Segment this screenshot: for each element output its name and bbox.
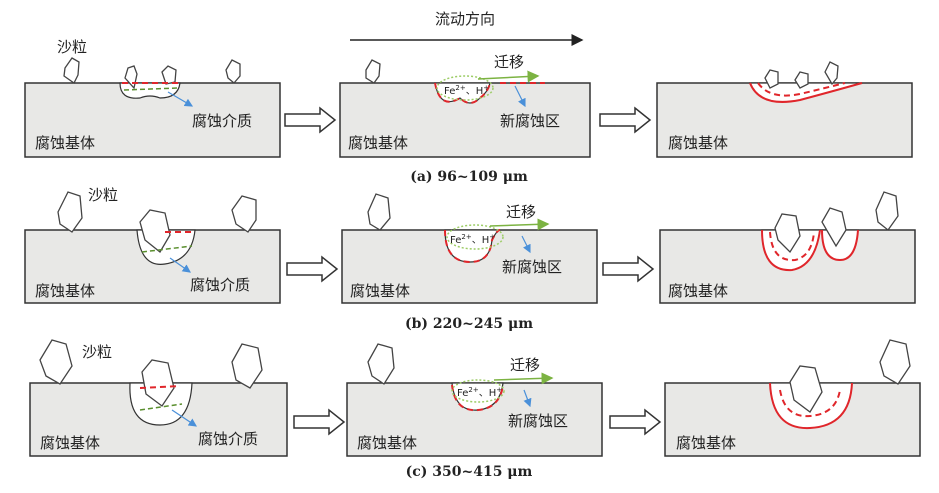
sand-grain xyxy=(365,59,381,84)
corrosion-front xyxy=(761,229,821,272)
sand-grain xyxy=(231,195,257,233)
sand-grain xyxy=(161,65,177,85)
corrosion-front xyxy=(757,82,846,97)
ion-cloud xyxy=(446,224,504,250)
sand-grain xyxy=(39,339,73,385)
sand-grain xyxy=(764,69,779,89)
matrix-box xyxy=(339,82,591,158)
transition-arrow xyxy=(602,255,655,283)
migration-label: 迁移 xyxy=(506,203,536,221)
migration-arrow xyxy=(493,372,554,385)
corrosion-front xyxy=(451,384,504,412)
sand-grain xyxy=(789,365,823,413)
transition-arrow xyxy=(286,255,339,283)
medium-label: 腐蚀介质 xyxy=(192,112,252,130)
sand-grain xyxy=(794,71,809,89)
matrix-label: 腐蚀基体 xyxy=(668,134,728,152)
medium-line xyxy=(139,403,183,411)
row-c: 沙粒 腐蚀介质 腐蚀基体 Fe2+、H+ 迁移 新腐蚀区 腐蚀基体 腐蚀基体 (… xyxy=(29,339,921,480)
pointer-arrow xyxy=(167,91,194,107)
sand-grain xyxy=(774,213,801,254)
transition-arrow xyxy=(293,408,346,436)
sand-grain xyxy=(367,343,395,385)
medium-line xyxy=(123,87,179,91)
sand-label: 沙粒 xyxy=(82,343,112,361)
migration-label: 迁移 xyxy=(510,356,540,374)
corrosion-front xyxy=(769,231,815,262)
new-zone-label: 新腐蚀区 xyxy=(502,258,562,276)
sand-grain xyxy=(875,191,899,231)
sand-grain xyxy=(139,209,171,253)
pointer-arrow xyxy=(523,389,532,408)
matrix-label: 腐蚀基体 xyxy=(350,282,410,300)
matrix-box xyxy=(346,382,603,457)
medium-label: 腐蚀介质 xyxy=(190,276,250,294)
corrosion-pit xyxy=(119,82,181,99)
matrix-label: 腐蚀基体 xyxy=(357,434,417,452)
caption-a: (a) 96~109 μm xyxy=(410,169,528,185)
sand-grain xyxy=(821,207,847,248)
matrix-label: 腐蚀基体 xyxy=(668,282,728,300)
corrosion-front xyxy=(821,229,859,262)
sand-grain xyxy=(367,193,391,231)
corrosion-front xyxy=(139,385,181,389)
sand-label: 沙粒 xyxy=(57,38,87,56)
pointer-arrow xyxy=(521,235,531,254)
matrix-label: 腐蚀基体 xyxy=(40,434,100,452)
ion-cloud xyxy=(451,379,505,403)
medium-line xyxy=(141,245,193,253)
medium-label: 腐蚀介质 xyxy=(198,430,258,448)
sand-grain xyxy=(879,339,911,385)
new-zone-label: 新腐蚀区 xyxy=(500,112,560,130)
sand-grain xyxy=(63,57,80,84)
flow-direction-label: 流动方向 xyxy=(435,10,495,28)
row-a: 腐蚀基体 沙粒 腐蚀介质 Fe2+、H+ 迁移 新腐蚀区 腐蚀基体 腐蚀基体 (… xyxy=(24,38,913,185)
sand-grain xyxy=(824,61,839,86)
ions-label: Fe2+、H+ xyxy=(450,233,495,246)
pointer-arrow xyxy=(169,257,191,273)
caption-c: (c) 350~415 μm xyxy=(406,464,533,480)
migration-label: 迁移 xyxy=(494,53,524,71)
migration-arrow xyxy=(477,70,540,83)
corrosion-front xyxy=(779,389,841,418)
row-b: 沙粒 腐蚀介质 腐蚀基体 Fe2+、H+ 迁移 新腐蚀区 腐蚀基体 腐蚀基体 (… xyxy=(24,186,916,332)
matrix-label: 腐蚀基体 xyxy=(35,134,95,152)
ion-cloud xyxy=(436,75,494,101)
sand-grain xyxy=(231,343,263,389)
corrosion-front xyxy=(444,229,501,264)
sand-grain xyxy=(57,191,83,233)
matrix-label: 腐蚀基体 xyxy=(348,134,408,152)
pointer-arrow xyxy=(171,409,197,427)
sand-grain xyxy=(141,359,175,407)
transition-arrow xyxy=(609,408,662,436)
sand-label: 沙粒 xyxy=(88,186,118,204)
migration-arrow xyxy=(489,218,550,231)
corrosion-front xyxy=(769,382,853,430)
corrosion-front xyxy=(749,82,863,103)
new-zone-label: 新腐蚀区 xyxy=(508,412,568,430)
ions-label: Fe2+、H+ xyxy=(457,386,502,399)
matrix-label: 腐蚀基体 xyxy=(676,434,736,452)
transition-arrow xyxy=(284,106,337,134)
transition-arrow xyxy=(599,106,652,134)
sand-grain xyxy=(225,59,241,84)
matrix-label: 腐蚀基体 xyxy=(35,282,95,300)
pointer-arrow xyxy=(514,85,526,108)
caption-b: (b) 220~245 μm xyxy=(405,316,533,332)
ions-label: Fe2+、H+ xyxy=(444,84,489,97)
